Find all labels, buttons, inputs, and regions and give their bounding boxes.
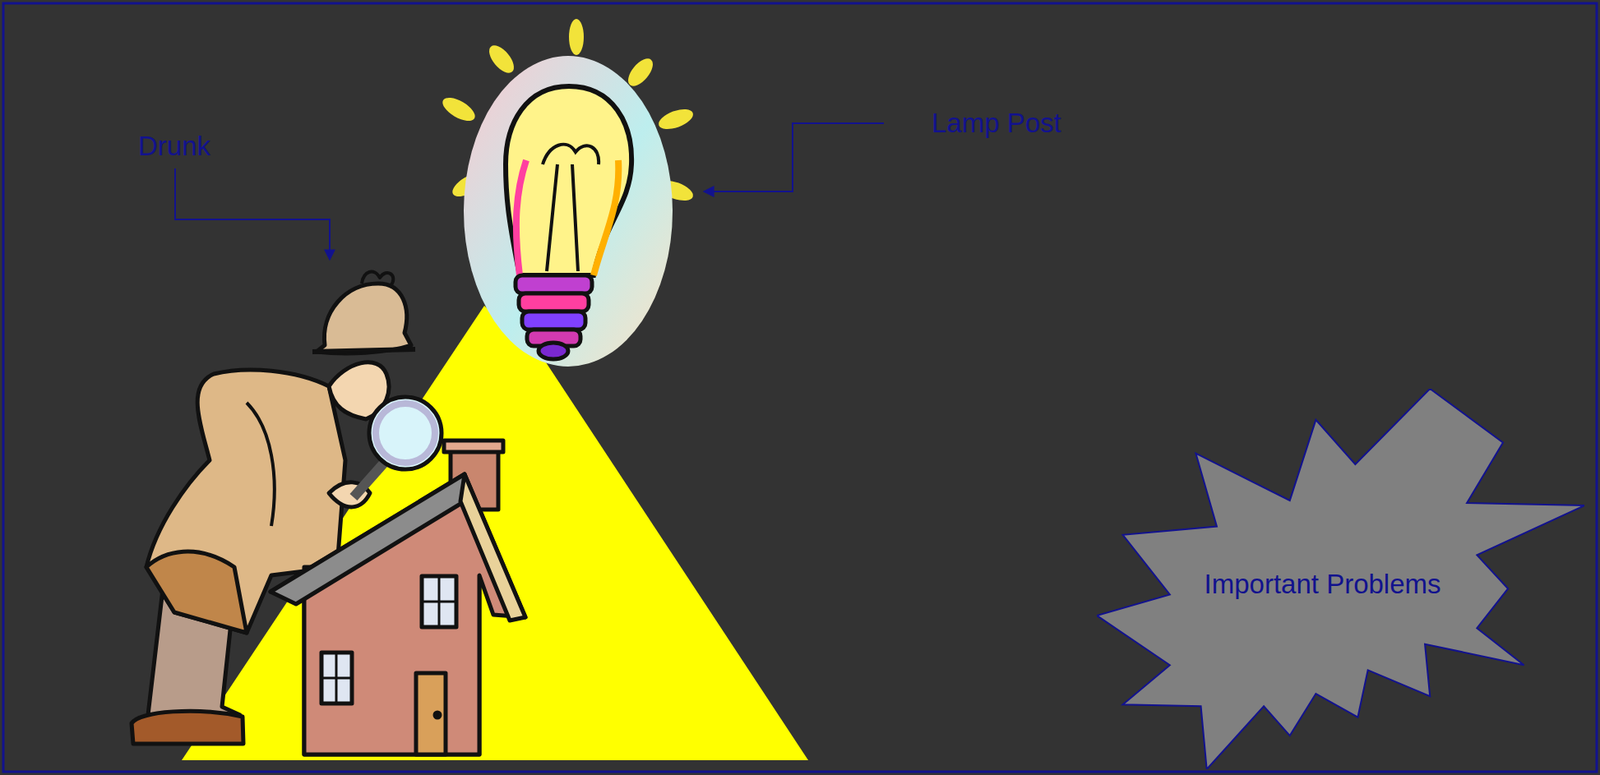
starburst-node: Important Problems bbox=[1096, 388, 1585, 770]
house bbox=[270, 440, 526, 755]
slide-frame bbox=[3, 3, 1597, 773]
node-label: Important Problems bbox=[1204, 568, 1442, 602]
leader-line bbox=[703, 123, 884, 192]
starburst-outline bbox=[1096, 388, 1585, 770]
lamp-bulb bbox=[439, 18, 696, 367]
callout-label: Drunk bbox=[138, 129, 211, 163]
leader-line bbox=[175, 168, 330, 260]
callout-label: Lamp Post bbox=[931, 106, 1062, 140]
